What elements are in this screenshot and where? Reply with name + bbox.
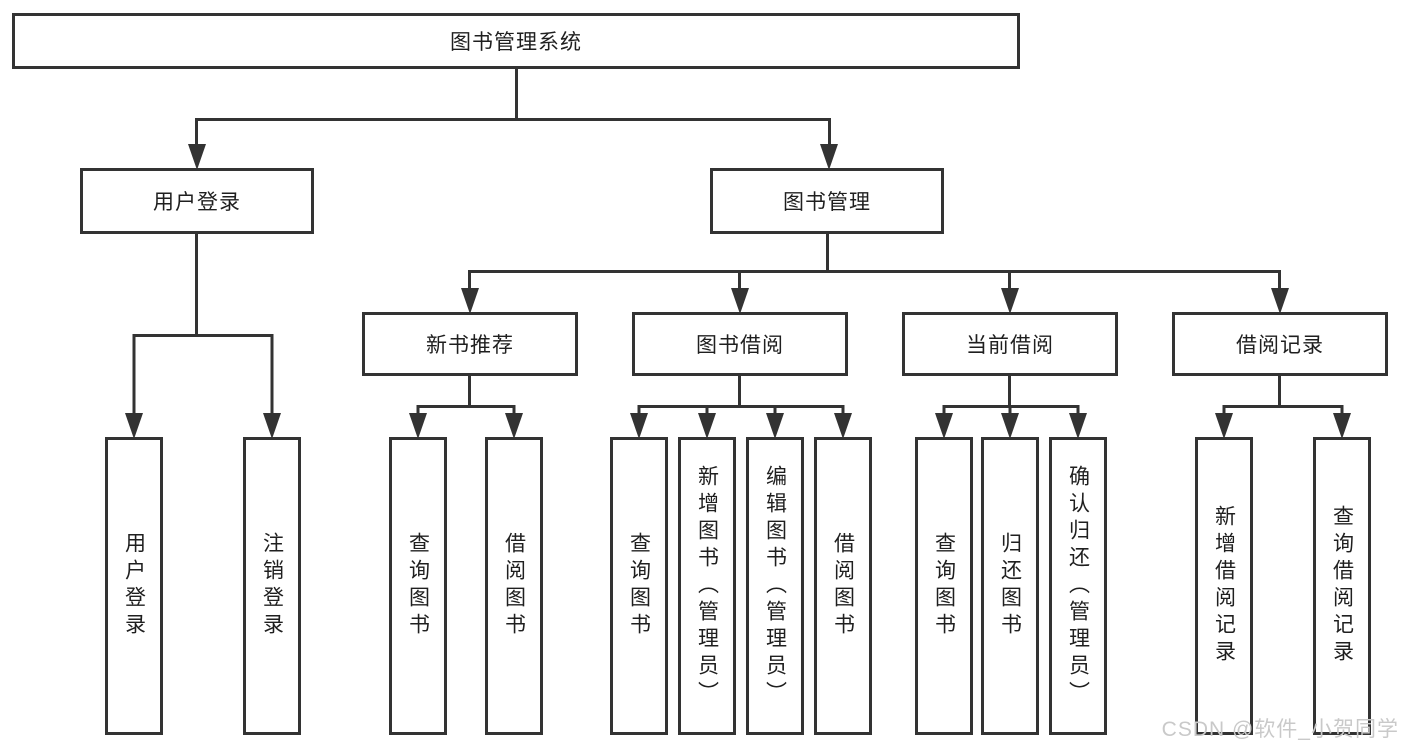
connector-user-login-to-leaves	[132, 234, 274, 415]
leaf-add-books-admin-label: 新增图书（管理员）	[695, 464, 719, 708]
arrow-down-icon	[263, 413, 281, 439]
leaf-current-query-books: 查询图书	[915, 437, 973, 735]
leaf-borrow-query-books: 查询图书	[610, 437, 668, 735]
arrow-down-icon	[935, 413, 953, 439]
node-current-borrow: 当前借阅	[902, 312, 1118, 376]
leaf-current-query-books-label: 查询图书	[932, 532, 956, 640]
arrow-down-icon	[698, 413, 716, 439]
connector-root-to-level2	[195, 69, 831, 146]
node-user-login: 用户登录	[80, 168, 314, 234]
leaf-confirm-return-admin: 确认归还（管理员）	[1049, 437, 1107, 735]
arrow-down-icon	[505, 413, 523, 439]
leaf-edit-books-admin: 编辑图书（管理员）	[746, 437, 804, 735]
node-new-book-recommend: 新书推荐	[362, 312, 578, 376]
node-book-borrow: 图书借阅	[632, 312, 848, 376]
leaf-return-books-label: 归还图书	[998, 532, 1022, 640]
leaf-return-books: 归还图书	[981, 437, 1039, 735]
node-borrow-records-label: 借阅记录	[1236, 334, 1324, 357]
node-root: 图书管理系统	[12, 13, 1020, 69]
arrow-down-icon	[834, 413, 852, 439]
leaf-edit-books-admin-label: 编辑图书（管理员）	[763, 464, 787, 708]
node-user-login-label: 用户登录	[153, 191, 241, 214]
node-borrow-records: 借阅记录	[1172, 312, 1388, 376]
leaf-borrow-books-label: 借阅图书	[831, 532, 855, 640]
arrowheads	[125, 144, 1351, 439]
leaf-user-login-label: 用户登录	[122, 532, 146, 640]
leaf-rec-borrow-books-label: 借阅图书	[502, 532, 526, 640]
arrow-down-icon	[1001, 288, 1019, 314]
arrow-down-icon	[1271, 288, 1289, 314]
node-root-label: 图书管理系统	[450, 31, 582, 54]
leaf-borrow-query-books-label: 查询图书	[627, 532, 651, 640]
leaf-query-borrow-record: 查询借阅记录	[1313, 437, 1371, 735]
arrow-down-icon	[188, 144, 206, 170]
arrow-down-icon	[1069, 413, 1087, 439]
arrow-down-icon	[820, 144, 838, 170]
connector-borrow-records-to-leaves	[1222, 376, 1344, 415]
connector-book-borrow-to-leaves	[637, 376, 845, 415]
arrow-down-icon	[1215, 413, 1233, 439]
node-current-borrow-label: 当前借阅	[966, 334, 1054, 357]
connector-new-book-to-leaves	[416, 376, 516, 415]
arrow-down-icon	[461, 288, 479, 314]
arrow-down-icon	[766, 413, 784, 439]
leaf-user-login: 用户登录	[105, 437, 163, 735]
node-book-management: 图书管理	[710, 168, 944, 234]
leaf-add-books-admin: 新增图书（管理员）	[678, 437, 736, 735]
leaf-rec-query-books-label: 查询图书	[406, 532, 430, 640]
arrow-down-icon	[731, 288, 749, 314]
csdn-watermark: CSDN @软件_小贺同学	[1161, 718, 1399, 741]
leaf-query-borrow-record-label: 查询借阅记录	[1330, 505, 1354, 667]
arrow-down-icon	[1333, 413, 1351, 439]
arrow-down-icon	[630, 413, 648, 439]
leaf-logout: 注销登录	[243, 437, 301, 735]
leaf-rec-query-books: 查询图书	[389, 437, 447, 735]
connector-current-borrow-to-leaves	[942, 376, 1080, 415]
leaf-logout-label: 注销登录	[260, 532, 284, 640]
arrow-down-icon	[125, 413, 143, 439]
arrow-down-icon	[1001, 413, 1019, 439]
node-book-borrow-label: 图书借阅	[696, 334, 784, 357]
leaf-add-borrow-record: 新增借阅记录	[1195, 437, 1253, 735]
node-new-book-recommend-label: 新书推荐	[426, 334, 514, 357]
leaf-add-borrow-record-label: 新增借阅记录	[1212, 505, 1236, 667]
connector-book-mgmt-to-level3	[468, 234, 1281, 290]
arrow-down-icon	[409, 413, 427, 439]
leaf-rec-borrow-books: 借阅图书	[485, 437, 543, 735]
node-book-management-label: 图书管理	[783, 191, 871, 214]
leaf-borrow-books: 借阅图书	[814, 437, 872, 735]
leaf-confirm-return-admin-label: 确认归还（管理员）	[1066, 464, 1090, 708]
